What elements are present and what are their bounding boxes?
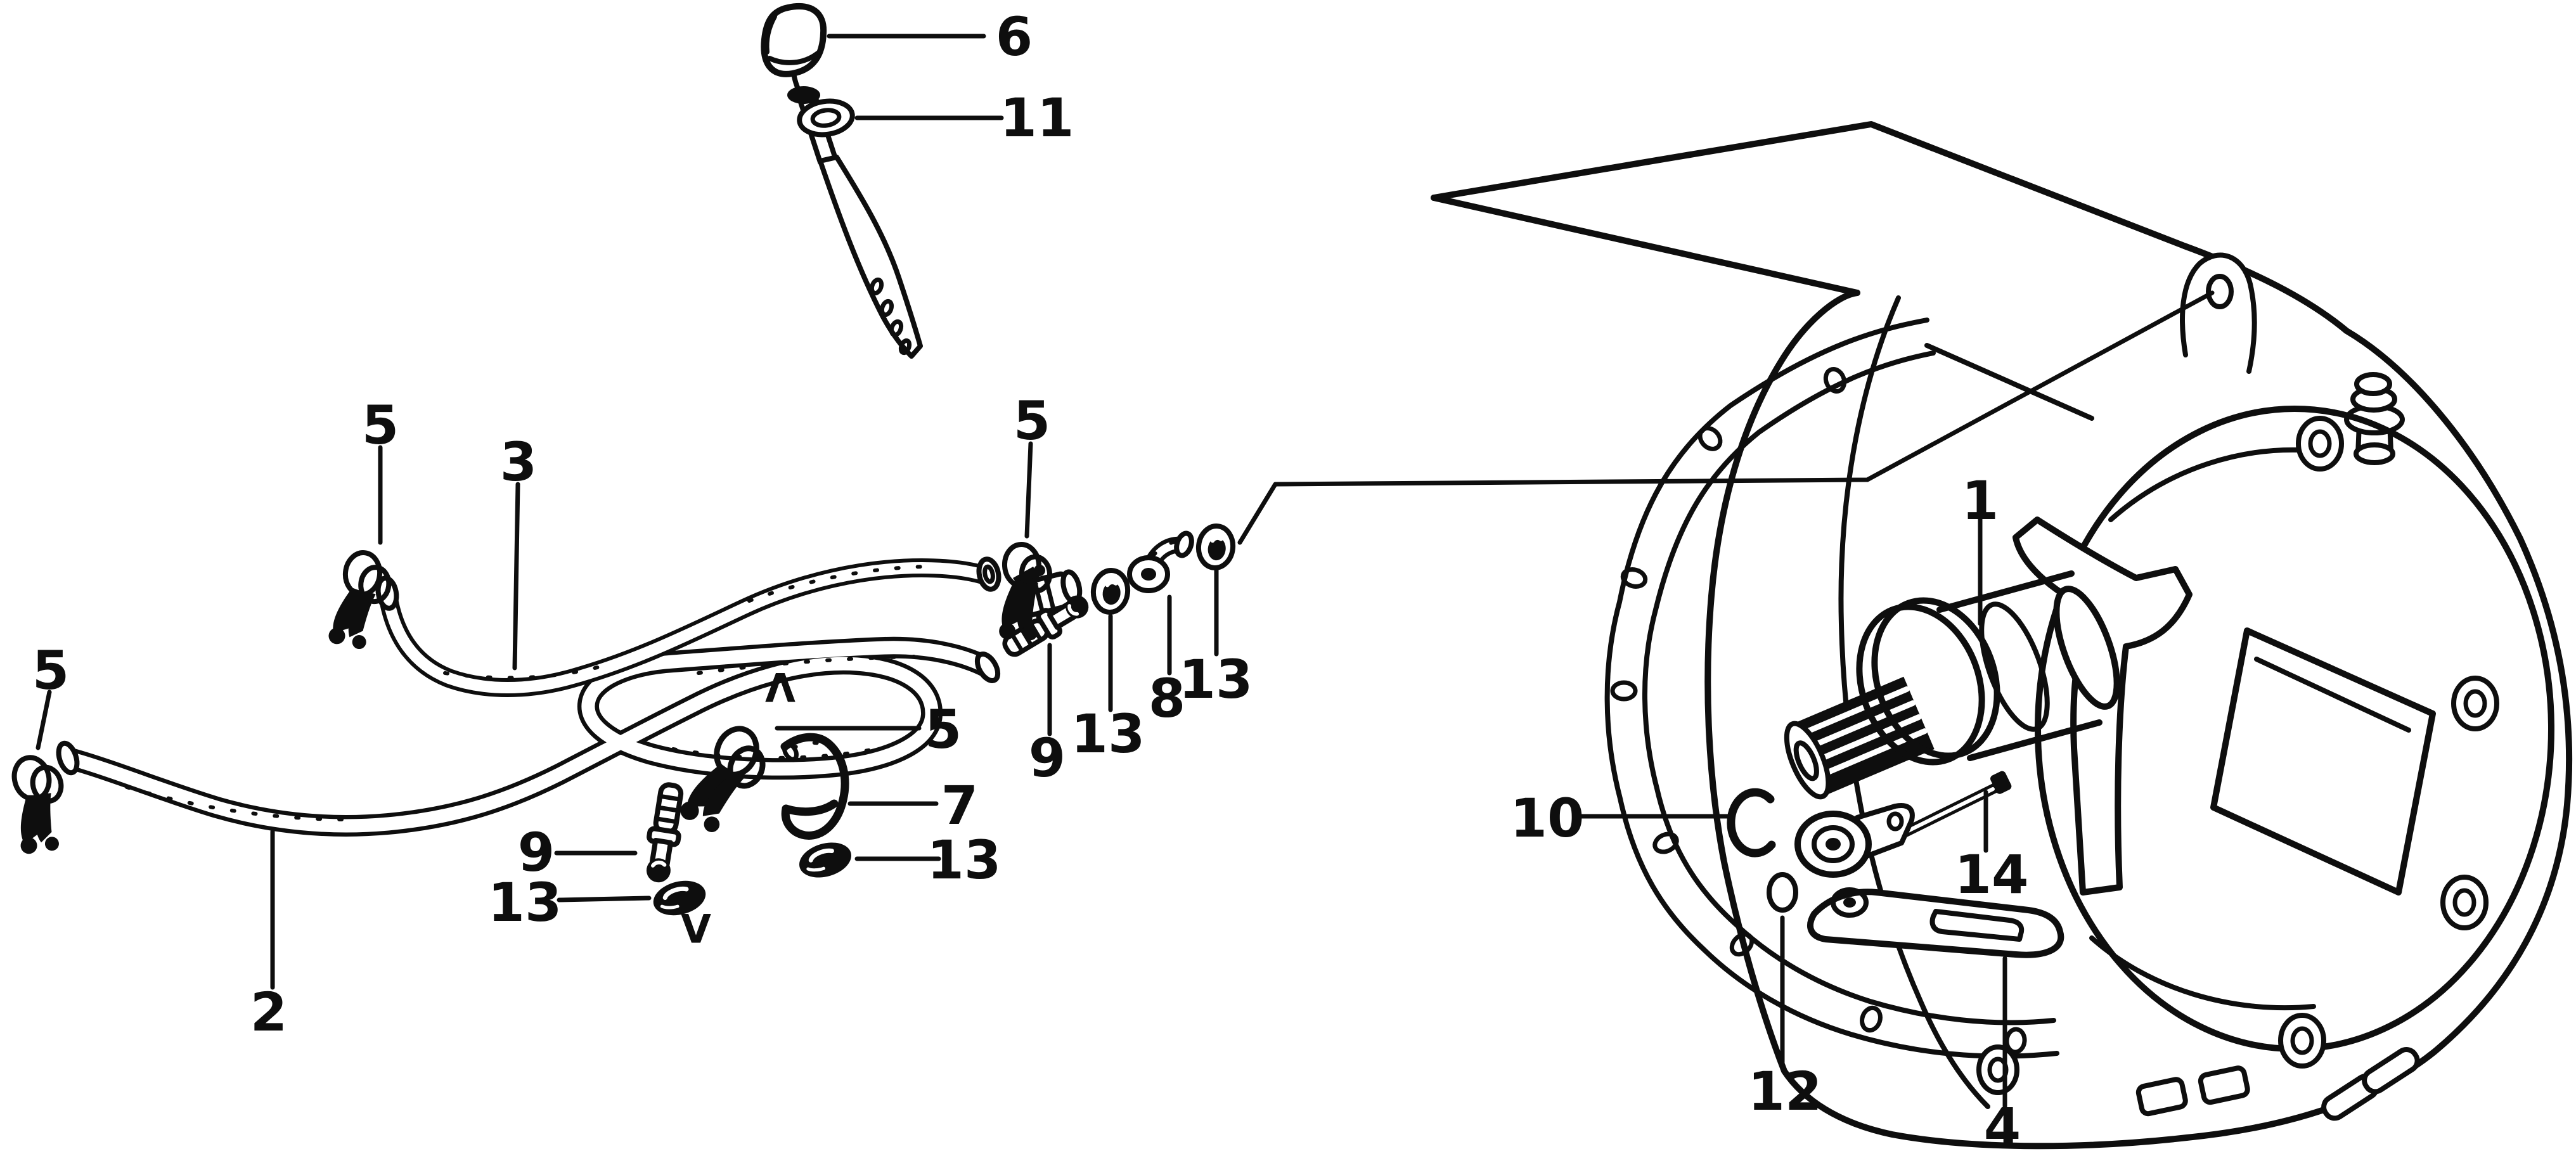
hose-clip-5a (328, 550, 392, 652)
joint-bolt-9a (642, 783, 686, 884)
side-plate (2210, 627, 2436, 896)
part-label-11: 11 (1000, 87, 1074, 149)
breather-knob (2344, 372, 2405, 465)
leader-5c (35, 690, 52, 750)
part-label-5d: 5 (925, 698, 962, 761)
mark-caret-up: Λ (765, 665, 795, 712)
mark-caret-down: V (681, 906, 711, 953)
hose-clamp-7-drawing (780, 733, 849, 840)
transmission-case-drawing (1431, 121, 2573, 1150)
part-label-13a: 13 (927, 829, 1001, 891)
washer-13d (1197, 524, 1235, 569)
part-label-13d: 13 (1179, 648, 1253, 710)
part-label-13c: 13 (1071, 703, 1145, 765)
part-label-5a: 5 (362, 394, 399, 456)
part-label-5b: 5 (1014, 390, 1050, 452)
dipstick-oring-11 (797, 98, 855, 138)
gear-holder-drawing (1794, 803, 1915, 878)
snap-ring-10 (1727, 788, 1776, 857)
assembly-leader-line (1237, 290, 2215, 545)
hose-2-drawing (56, 636, 1001, 837)
leader-3 (512, 482, 520, 671)
tee-joint-assembly (976, 556, 1094, 660)
part-label-8: 8 (1149, 667, 1185, 729)
dipstick-drawing (761, 3, 923, 359)
oil-pipe-8-drawing (1127, 530, 1194, 593)
part-label-6: 6 (996, 6, 1033, 68)
end-cover (1976, 406, 2554, 1121)
sealing-washer-13a (795, 837, 855, 883)
o-ring-12 (1767, 872, 1798, 913)
part-label-7: 7 (941, 774, 978, 837)
part-label-14: 14 (1955, 844, 2029, 906)
part-label-5c: 5 (32, 639, 69, 702)
case-gasket (1604, 318, 2059, 1059)
part-label-9a: 9 (518, 821, 555, 883)
part-label-13b: 13 (488, 871, 562, 934)
leader-5b (1024, 441, 1033, 539)
hose-clip-5d (676, 719, 773, 842)
part-label-1: 1 (1962, 470, 1999, 532)
hose-2-fitting-end (974, 652, 1001, 683)
part-label-12: 12 (1748, 1060, 1822, 1122)
hose-2-open-end (56, 740, 80, 776)
lever-4-drawing (1807, 887, 2064, 958)
part-label-9b: 9 (1029, 727, 1066, 789)
part-label-3: 3 (500, 431, 537, 493)
part-label-10: 10 (1510, 787, 1585, 849)
case-ear-bracket (2180, 252, 2257, 374)
hose-3-drawing (375, 558, 995, 697)
leader-13b (557, 896, 652, 902)
part-label-2: 2 (250, 981, 287, 1043)
washer-13c (1092, 568, 1130, 613)
dipstick-collar (787, 86, 820, 104)
dipstick-blade (818, 155, 923, 359)
part-label-4: 4 (1984, 1096, 2021, 1156)
speedometer-gear-drawing (1784, 570, 2120, 800)
